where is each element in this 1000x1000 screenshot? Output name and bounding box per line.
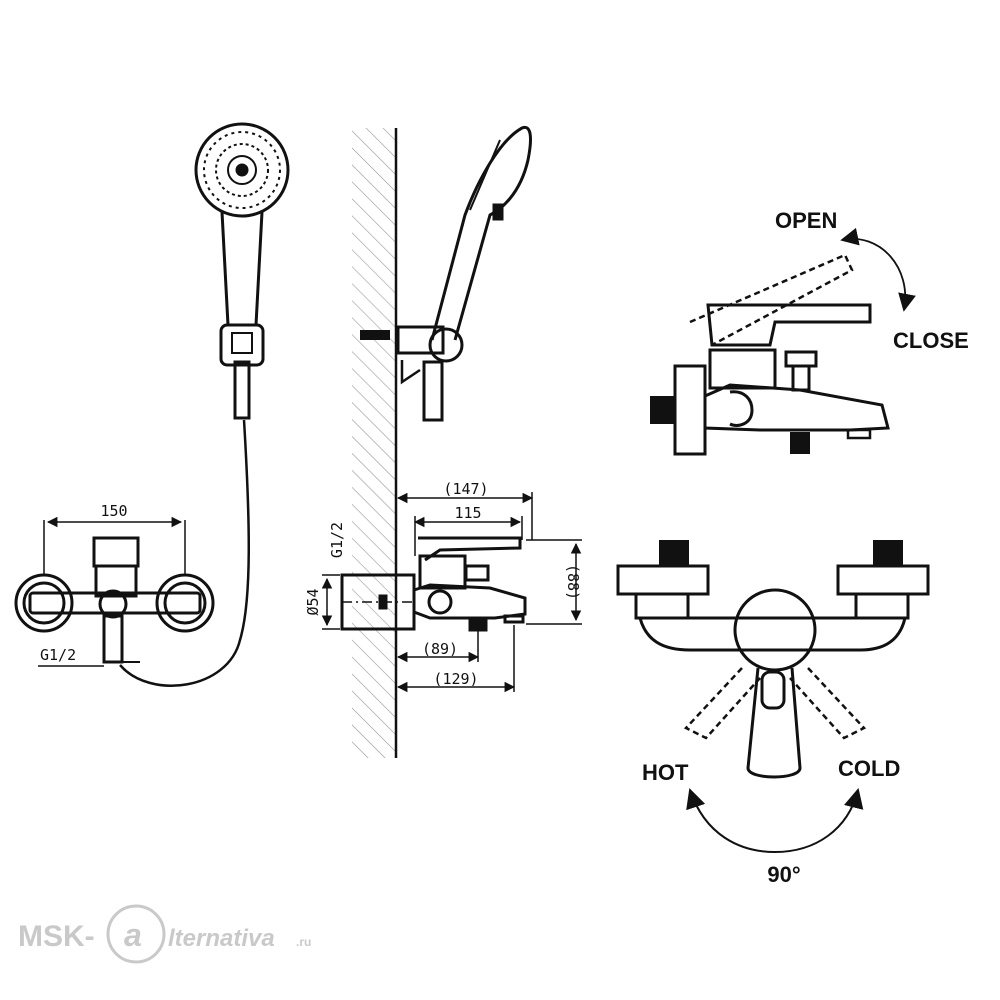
side-spout-dim: (89) <box>422 640 458 658</box>
watermark-right: lternativa <box>168 925 275 952</box>
lever-cold-position <box>789 667 867 740</box>
hand-shower-front <box>119 122 290 687</box>
hot-label: HOT <box>642 760 689 785</box>
side-dims <box>321 492 582 693</box>
side-lever <box>418 536 522 562</box>
open-label: OPEN <box>775 208 837 233</box>
shower-hose <box>119 419 251 687</box>
side-height-dim: (88) <box>564 564 582 600</box>
svg-text:a: a <box>124 917 142 953</box>
shower-head <box>194 122 290 218</box>
open-close-view <box>650 253 890 456</box>
wall-flange <box>673 364 707 456</box>
hot-connector <box>616 564 710 596</box>
side-lever-dim: 115 <box>454 504 481 522</box>
faucet-side-view <box>340 536 527 632</box>
shower-holder <box>219 323 265 367</box>
faucet-front-view <box>14 536 215 664</box>
side-total-dim: (147) <box>443 480 488 498</box>
open-close-arrow <box>840 227 916 312</box>
mixer-body <box>638 616 907 652</box>
front-inlet-dim: G1/2 <box>40 646 76 664</box>
side-spout <box>412 583 527 620</box>
mixer-lever <box>746 667 802 779</box>
close-label: CLOSE <box>893 328 969 353</box>
angle-label: 90° <box>767 862 800 887</box>
hot-cold-view <box>616 540 930 779</box>
shower-side-body <box>430 125 532 341</box>
side-reach-dim: (129) <box>433 670 478 688</box>
mixer-knob <box>733 588 817 672</box>
watermark-left: MSK- <box>18 920 95 953</box>
side-inlet-dim: Ø54 <box>304 588 322 615</box>
watermark: MSK- a lternativa .ru <box>18 904 311 964</box>
front-width-dim: 150 <box>100 502 127 520</box>
cold-connector <box>836 564 930 596</box>
hand-shower-side <box>360 125 532 422</box>
hot-cold-arrow <box>686 788 864 854</box>
lever-closed <box>706 303 872 347</box>
watermark-at-icon <box>106 904 166 964</box>
lever-open <box>689 253 854 347</box>
lever-hot-position <box>683 667 761 740</box>
watermark-suffix: .ru <box>296 935 311 949</box>
cold-label: COLD <box>838 756 900 781</box>
front-dims <box>38 516 186 667</box>
wall-bracket <box>396 325 445 355</box>
front-lever <box>92 536 140 568</box>
side-thread-dim: G1/2 <box>328 522 346 558</box>
wall-section <box>352 128 398 758</box>
